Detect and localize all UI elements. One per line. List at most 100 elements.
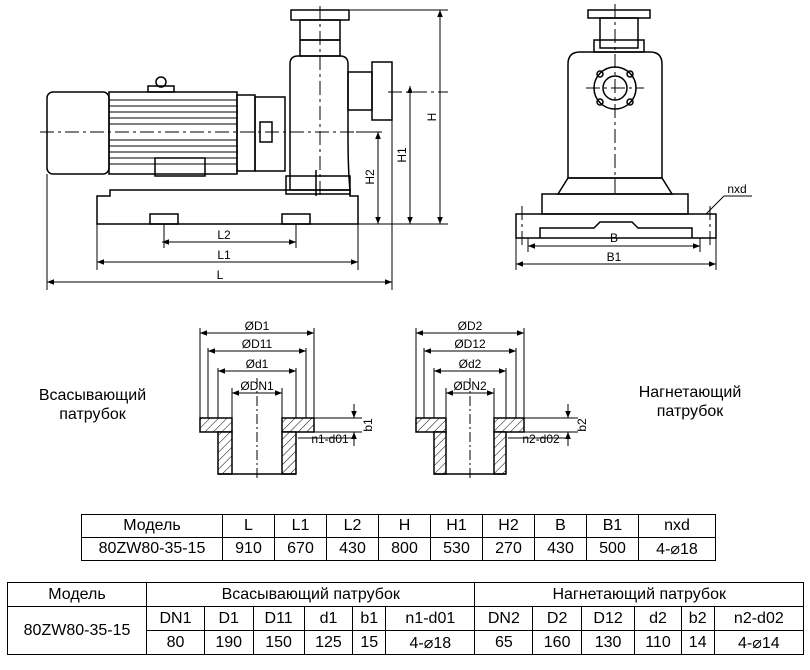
- table-cell: 14: [680, 630, 715, 655]
- header-cell: DN2: [474, 606, 534, 631]
- terminal-box: [147, 85, 175, 93]
- model-header-cell: Модель: [7, 582, 147, 607]
- lifting-eye: [155, 76, 167, 88]
- table-cell: 430: [534, 537, 587, 561]
- front-flange-ring: [593, 39, 645, 53]
- header-cell: b2: [680, 606, 715, 631]
- table-cell: 910: [222, 537, 275, 561]
- discharge-b2: b2: [575, 418, 589, 432]
- side-view: [46, 9, 393, 225]
- suction-DN1: ØDN1: [240, 379, 274, 393]
- front-casing: [567, 51, 663, 179]
- header-cell: B: [534, 514, 587, 538]
- suction-D1: ØD1: [245, 319, 270, 333]
- suction-flange-detail: ØD1 ØD11 Ød1 ØDN1 b1 n1-d01: [199, 319, 375, 480]
- table-cell: 65: [474, 630, 534, 655]
- table-cell: 160: [532, 630, 582, 655]
- suction-holes: n1-d01: [311, 432, 349, 446]
- front-discharge-flange: [587, 9, 651, 19]
- discharge-group-header: Нагнетающий патрубок: [474, 582, 804, 607]
- discharge-D2: ØD2: [458, 319, 483, 333]
- base-foot-left: [149, 213, 179, 225]
- pump-foot: [285, 175, 351, 195]
- table-cell: 4-⌀18: [638, 537, 716, 561]
- header-cell: L2: [326, 514, 379, 538]
- header-cell: d2: [634, 606, 682, 631]
- discharge-d2: Ød2: [459, 357, 482, 371]
- header-cell: D1: [203, 606, 254, 631]
- suction-d1: Ød1: [246, 357, 269, 371]
- motor-body: [108, 91, 238, 175]
- table-cell: 150: [252, 630, 305, 655]
- front-view: [515, 9, 717, 239]
- table-cell: 4-⌀18: [385, 630, 476, 655]
- table-cell: 190: [203, 630, 254, 655]
- header-cell: b1: [352, 606, 387, 631]
- header-cell: D11: [252, 606, 305, 631]
- discharge-holes: n2-d02: [522, 432, 560, 446]
- table-cell: 430: [326, 537, 379, 561]
- front-discharge-neck: [599, 17, 639, 49]
- table-cell: 15: [352, 630, 387, 655]
- suction-D11: ØD11: [242, 337, 273, 351]
- suction-pipe: [347, 71, 373, 111]
- discharge-DN2: ØDN2: [453, 379, 487, 393]
- dim-H: H: [425, 113, 439, 122]
- dim-B: B: [610, 231, 618, 245]
- table-cell: 80ZW80-35-15: [81, 537, 223, 561]
- motor-end-cap: [46, 91, 110, 175]
- table-cell: 530: [430, 537, 483, 561]
- discharge-caption: Нагнетающий патрубок: [620, 383, 760, 421]
- suction-b1: b1: [361, 418, 375, 432]
- flange-table: Модель Всасывающий патрубок Нагнетающий …: [7, 582, 805, 655]
- table-row: 80ZW80-35-15 910 670 430 800 530 270 430…: [81, 537, 716, 561]
- table-cell: 110: [634, 630, 682, 655]
- table-cell: 500: [586, 537, 639, 561]
- pump-technical-drawing: L2 L1 L H2 H1 H B B1: [40, 4, 752, 480]
- header-cell: d1: [303, 606, 354, 631]
- dim-H1: H1: [395, 147, 409, 163]
- header-cell: Модель: [81, 514, 223, 538]
- discharge-caption-line2: патрубок: [656, 403, 724, 420]
- front-base-top: [541, 193, 689, 215]
- dim-L: L: [217, 268, 224, 282]
- suction-flange-side: [371, 61, 393, 121]
- header-cell: H1: [430, 514, 483, 538]
- pump-casing: [289, 55, 351, 191]
- motor-flange: [236, 94, 256, 172]
- table-row: 80 190 150 125 15 4-⌀18 65 160 130 110 1…: [8, 630, 805, 655]
- table-cell: 670: [274, 537, 327, 561]
- header-cell: L1: [274, 514, 327, 538]
- table-subheader-row: 80ZW80-35-15 DN1 D1 D11 d1 b1 n1-d01 DN2…: [7, 606, 805, 655]
- discharge-D12: ØD12: [454, 337, 486, 351]
- front-base-channel: [539, 221, 693, 238]
- table-cell: 80: [146, 630, 205, 655]
- dim-B1: B1: [607, 250, 622, 264]
- header-cell: H2: [482, 514, 535, 538]
- discharge-caption-line1: Нагнетающий: [638, 384, 742, 401]
- suction-group-header: Всасывающий патрубок: [145, 582, 476, 607]
- discharge-flange-detail: ØD2 ØD12 Ød2 ØDN2 b2 n2-d02: [415, 319, 589, 480]
- header-cell: D2: [532, 606, 582, 631]
- dim-L1: L1: [217, 248, 231, 262]
- header-cell: nxd: [638, 514, 716, 538]
- table-cell: 800: [378, 537, 431, 561]
- base-foot-right: [281, 213, 311, 225]
- dim-H2: H2: [363, 169, 377, 185]
- suction-caption-line2: патрубок: [59, 406, 126, 423]
- bracket: [254, 96, 286, 172]
- dim-nxd: nxd: [727, 182, 746, 196]
- table-header-row: Модель L L1 L2 H H1 H2 B B1 nxd: [81, 514, 716, 538]
- suction-caption-line1: Всасывающий: [38, 387, 147, 404]
- suction-caption: Всасывающий патрубок: [20, 386, 165, 424]
- header-cell: H: [378, 514, 431, 538]
- table-cell: 270: [482, 537, 535, 561]
- header-cell: D12: [580, 606, 636, 631]
- header-cell: B1: [586, 514, 639, 538]
- header-cell: L: [222, 514, 275, 538]
- table-cell: 4-⌀14: [713, 630, 805, 655]
- dimensions-table: Модель L L1 L2 H H1 H2 B B1 nxd 80ZW80-3…: [81, 514, 716, 561]
- dim-L2: L2: [217, 228, 231, 242]
- header-cell: DN1: [146, 606, 205, 631]
- table-group-row: Модель Всасывающий патрубок Нагнетающий …: [7, 582, 804, 607]
